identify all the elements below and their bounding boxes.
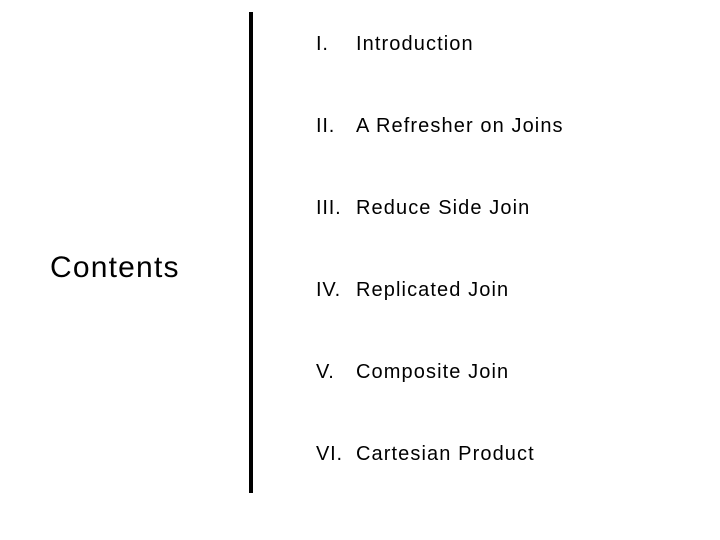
list-item-numeral: VI.	[316, 443, 343, 465]
list-item-label: Replicated Join	[356, 279, 510, 301]
list-item-numeral: III.	[316, 197, 342, 219]
list-item-label: A Refresher on Joins	[356, 115, 564, 137]
list-item-label: Introduction	[356, 33, 474, 55]
list-item: IV. Replicated Join	[316, 278, 706, 360]
list-item-numeral: II.	[316, 115, 336, 137]
list-item-numeral: IV.	[316, 279, 342, 301]
list-item: III. Reduce Side Join	[316, 196, 706, 278]
list-item: I. Introduction	[316, 32, 706, 114]
table-of-contents-list: I. Introduction II. A Refresher on Joins…	[316, 32, 706, 524]
list-item-label: Cartesian Product	[356, 443, 535, 465]
list-item: V. Composite Join	[316, 360, 706, 442]
page-title: Contents	[50, 251, 180, 284]
list-item-numeral: I.	[316, 33, 329, 55]
list-item-label: Reduce Side Join	[356, 197, 531, 219]
list-item-label: Composite Join	[356, 361, 510, 383]
list-item-numeral: V.	[316, 361, 335, 383]
vertical-divider	[249, 12, 253, 493]
list-item: II. A Refresher on Joins	[316, 114, 706, 196]
list-item: VI. Cartesian Product	[316, 442, 706, 524]
